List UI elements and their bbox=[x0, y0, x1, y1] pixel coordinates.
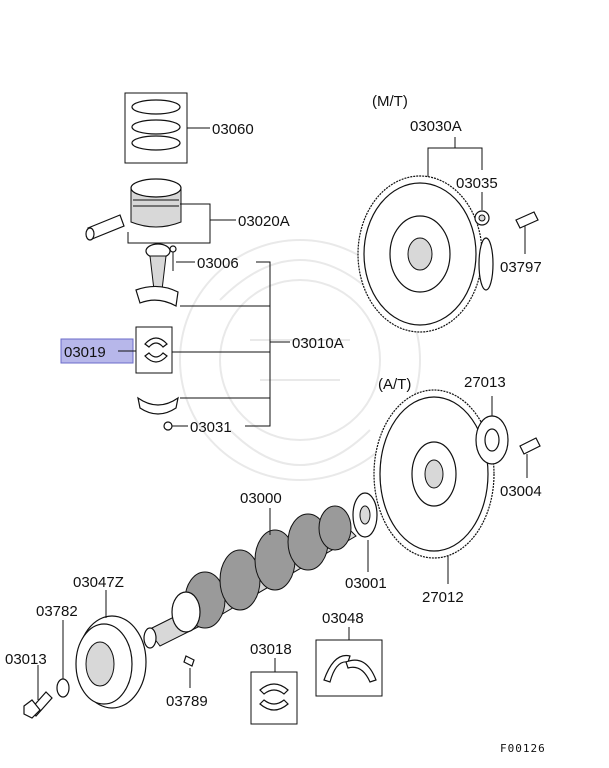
label-03060[interactable]: 03060 bbox=[212, 121, 254, 138]
label-03782[interactable]: 03782 bbox=[36, 603, 78, 620]
pulley-group: 03047Z bbox=[73, 574, 147, 709]
label-03789[interactable]: 03789 bbox=[166, 693, 208, 710]
label-03030a[interactable]: 03030A bbox=[410, 118, 462, 135]
mt-flywheel-group: (M/T) 03030A 03035 03797 bbox=[357, 93, 542, 333]
label-03004[interactable]: 03004 bbox=[500, 483, 542, 500]
bearing-03018-group: 03018 bbox=[250, 641, 298, 725]
connecting-rod-group: 03006 03010A 03031 bbox=[135, 243, 344, 436]
label-03006[interactable]: 03006 bbox=[197, 255, 239, 272]
label-03001[interactable]: 03001 bbox=[345, 575, 387, 592]
label-03000[interactable]: 03000 bbox=[240, 490, 282, 507]
crankshaft-group: 03000 bbox=[143, 490, 357, 649]
label-03020a[interactable]: 03020A bbox=[238, 213, 290, 230]
piston-rings-group: 03060 bbox=[124, 92, 254, 164]
label-03010a[interactable]: 03010A bbox=[292, 335, 344, 352]
bearing-box-03019 bbox=[135, 326, 173, 374]
label-03047z[interactable]: 03047Z bbox=[73, 574, 124, 591]
bearing-box-03048 bbox=[315, 639, 383, 697]
label-mt: (M/T) bbox=[372, 93, 408, 110]
label-03797[interactable]: 03797 bbox=[500, 259, 542, 276]
bearing-box-03018 bbox=[250, 671, 298, 725]
pulley-bolt-group: 03782 03013 bbox=[5, 603, 78, 719]
label-03019[interactable]: 03019 bbox=[64, 344, 106, 361]
label-03013[interactable]: 03013 bbox=[5, 651, 47, 668]
label-03048[interactable]: 03048 bbox=[322, 610, 364, 627]
label-03031[interactable]: 03031 bbox=[190, 419, 232, 436]
label-27012[interactable]: 27012 bbox=[422, 589, 464, 606]
figure-code: F00126 bbox=[500, 742, 546, 755]
label-03035[interactable]: 03035 bbox=[456, 175, 498, 192]
crank-gear-group: 03001 bbox=[345, 492, 387, 592]
label-03018[interactable]: 03018 bbox=[250, 641, 292, 658]
watermark-emblem bbox=[179, 239, 421, 481]
key-group: 03789 bbox=[166, 655, 208, 710]
highlight-03019[interactable]: 03019 bbox=[60, 338, 136, 364]
at-driveplate-group: (A/T) 27012 27013 03004 bbox=[373, 374, 542, 606]
piston-group: 03020A bbox=[85, 178, 290, 244]
thrust-bearing-group: 03048 bbox=[315, 610, 383, 697]
label-at: (A/T) bbox=[378, 376, 411, 393]
label-27013[interactable]: 27013 bbox=[464, 374, 506, 391]
